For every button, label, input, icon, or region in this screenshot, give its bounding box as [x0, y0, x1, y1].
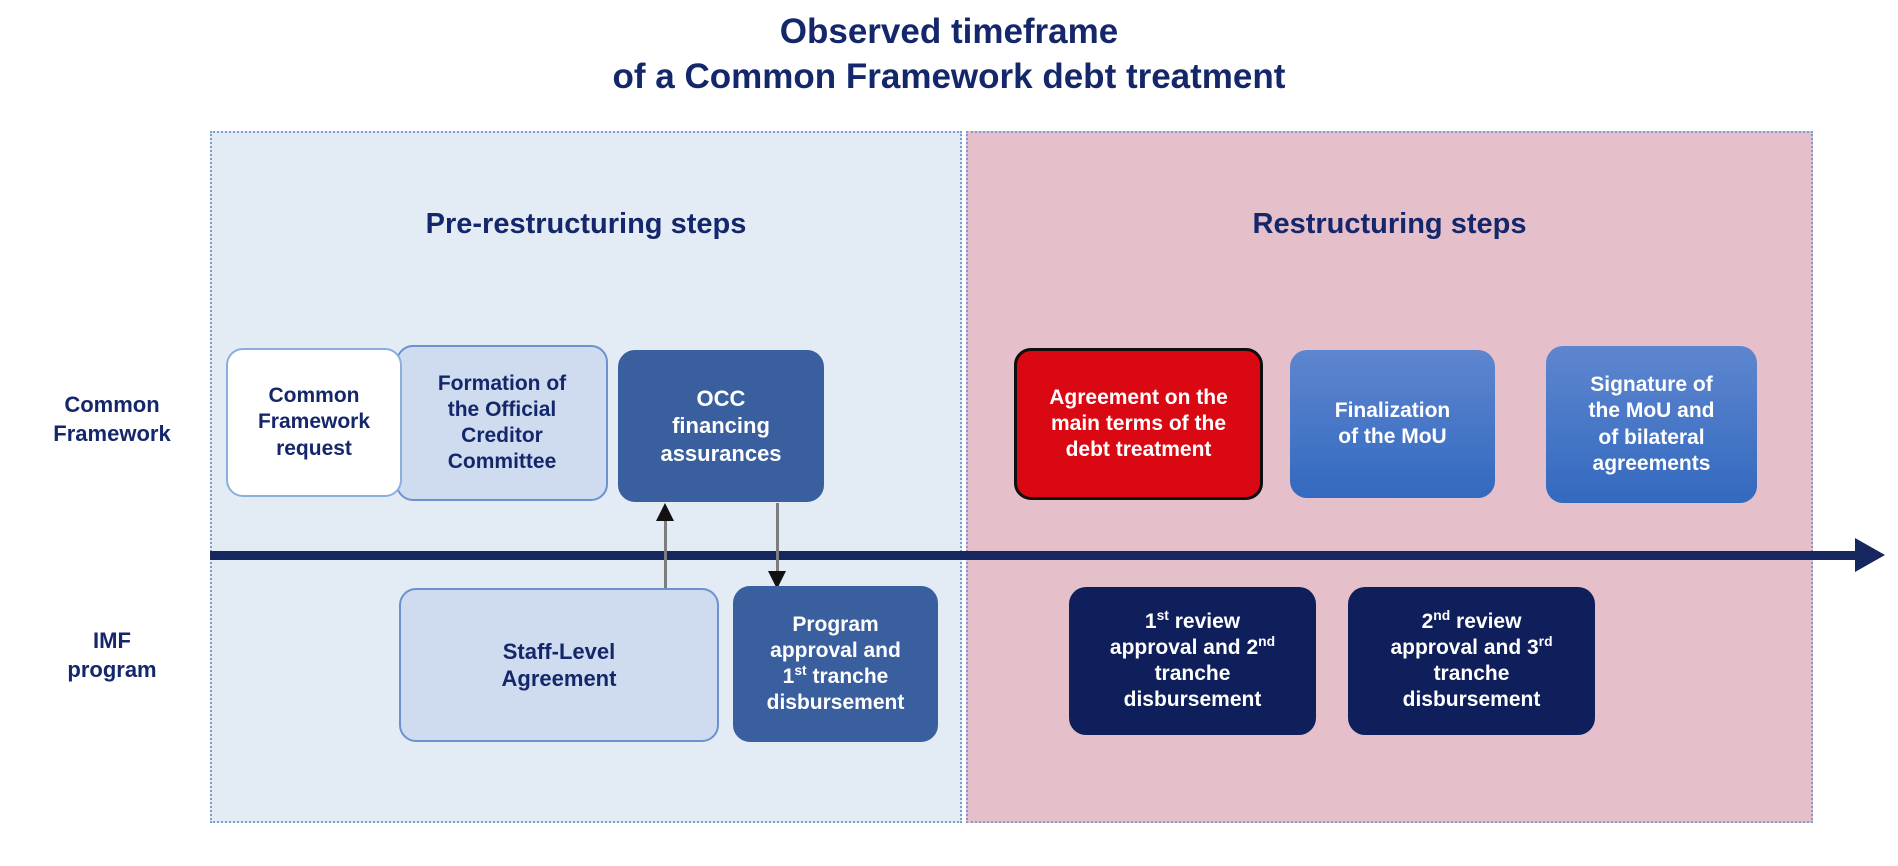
- row-label-imf-program-line-2: program: [67, 657, 157, 683]
- step-text-program-approval-line-3-ordinal: st: [794, 662, 807, 678]
- step-text-signature-line-1: Signature of: [1590, 373, 1713, 396]
- step-box-finalization-mou[interactable]: Finalization of the MoU: [1290, 350, 1495, 498]
- step-text-program-approval-line-1: Program: [792, 612, 879, 636]
- step-text-sla-line-1: Staff-Level: [502, 638, 616, 664]
- step-text-occ-financing-line-2: financing: [672, 413, 770, 439]
- step-box-agreement-main-terms[interactable]: Agreement on the main terms of the debt …: [1014, 348, 1263, 500]
- step-text-agreement-line-1: Agreement on the: [1049, 385, 1228, 409]
- connector-occ-to-program-arrow-icon: [768, 571, 786, 589]
- step-text-review-1-line-1-ordinal: st: [1156, 606, 1169, 623]
- step-text-review-1-line-2-ordinal: nd: [1258, 632, 1276, 649]
- step-text-occ-financing-line-1: OCC: [696, 385, 746, 411]
- step-text-occ-formation-line-1: Formation of: [437, 371, 567, 395]
- step-text-occ-formation-line-4: Committee: [447, 450, 557, 474]
- step-text-cf-request-line-3: request: [276, 436, 352, 460]
- step-text-review-2-line-2-pre: approval and: [1390, 635, 1527, 659]
- step-text-program-approval-line-2: approval and: [770, 638, 901, 662]
- step-text-review-2-line-1-number: 2: [1421, 609, 1434, 633]
- step-text-sla-line-2: Agreement: [501, 666, 617, 691]
- row-label-common-framework: Common Framework: [12, 390, 212, 448]
- step-box-signature-mou-bilateral[interactable]: Signature of the MoU and of bilateral ag…: [1546, 346, 1757, 503]
- step-box-first-review-second-tranche[interactable]: 1st review approval and 2nd tranche disb…: [1069, 587, 1316, 735]
- page-title-line-2: of a Common Framework debt treatment: [612, 56, 1286, 96]
- step-text-review-1-line-2-number: 2: [1246, 635, 1259, 659]
- step-text-review-2-line-1-ordinal: nd: [1433, 606, 1451, 623]
- row-label-common-framework-line-2: Framework: [53, 421, 171, 447]
- step-text-review-1-line-3: tranche: [1154, 662, 1231, 685]
- step-box-second-review-third-tranche[interactable]: 2nd review approval and 3rd tranche disb…: [1348, 587, 1595, 735]
- page-title: Observed timeframe of a Common Framework…: [0, 10, 1898, 100]
- step-text-review-1-line-4: disbursement: [1123, 688, 1262, 712]
- step-box-occ-formation[interactable]: Formation of the Official Creditor Commi…: [396, 345, 608, 501]
- step-text-program-approval-line-4: disbursement: [766, 691, 905, 715]
- step-box-staff-level-agreement[interactable]: Staff-Level Agreement: [399, 588, 719, 742]
- panel-pre-restructuring-header: Pre-restructuring steps: [425, 208, 747, 240]
- step-text-occ-formation-line-3: Creditor: [461, 424, 543, 447]
- step-text-program-approval-line-3-rest: tranche: [806, 665, 889, 688]
- step-text-review-1-line-1-number: 1: [1144, 609, 1157, 633]
- row-label-common-framework-line-1: Common: [64, 392, 160, 417]
- step-text-review-2-line-3: tranche: [1433, 662, 1510, 685]
- step-text-cf-request-line-2: Framework: [257, 410, 371, 434]
- connector-sla-to-occ-line: [664, 518, 667, 598]
- row-label-imf-program: IMF program: [12, 626, 212, 684]
- step-text-signature-line-4: agreements: [1592, 451, 1711, 475]
- step-text-review-2-line-1-rest: review: [1450, 609, 1522, 633]
- timeline-axis: [210, 551, 1860, 560]
- row-label-imf-program-line-1: IMF: [93, 628, 131, 653]
- step-text-finalization-line-2: of the MoU: [1338, 425, 1447, 448]
- step-text-occ-financing-line-3: assurances: [660, 440, 782, 466]
- connector-occ-to-program-line: [776, 503, 779, 582]
- step-text-cf-request-line-1: Common: [268, 384, 360, 408]
- step-box-common-framework-request[interactable]: Common Framework request: [226, 348, 402, 497]
- step-text-review-2-line-4: disbursement: [1402, 688, 1541, 712]
- step-text-review-2-line-2-ordinal: rd: [1538, 632, 1553, 649]
- timeline-arrow-icon: [1855, 538, 1885, 572]
- step-text-agreement-line-3: debt treatment: [1065, 438, 1212, 462]
- step-text-review-1-line-2-pre: approval and: [1109, 635, 1247, 659]
- step-box-occ-financing-assurances[interactable]: OCC financing assurances: [618, 350, 824, 502]
- step-box-program-approval-first-tranche[interactable]: Program approval and 1st tranche disburs…: [733, 586, 938, 742]
- step-text-finalization-line-1: Finalization: [1334, 398, 1451, 422]
- step-text-review-2-line-2-number: 3: [1526, 635, 1539, 659]
- step-text-signature-line-2: the MoU and: [1588, 399, 1715, 423]
- step-text-program-approval-line-3-number: 1: [782, 665, 795, 688]
- panel-restructuring-header: Restructuring steps: [1252, 208, 1527, 240]
- step-text-review-1-line-1-rest: review: [1168, 609, 1241, 633]
- page-title-line-1: Observed timeframe: [779, 12, 1119, 51]
- step-text-agreement-line-2: main terms of the: [1050, 411, 1227, 435]
- connector-sla-to-occ-arrow-icon: [656, 503, 674, 521]
- step-text-occ-formation-line-2: the Official: [447, 397, 557, 421]
- step-text-signature-line-3: of bilateral: [1598, 425, 1705, 449]
